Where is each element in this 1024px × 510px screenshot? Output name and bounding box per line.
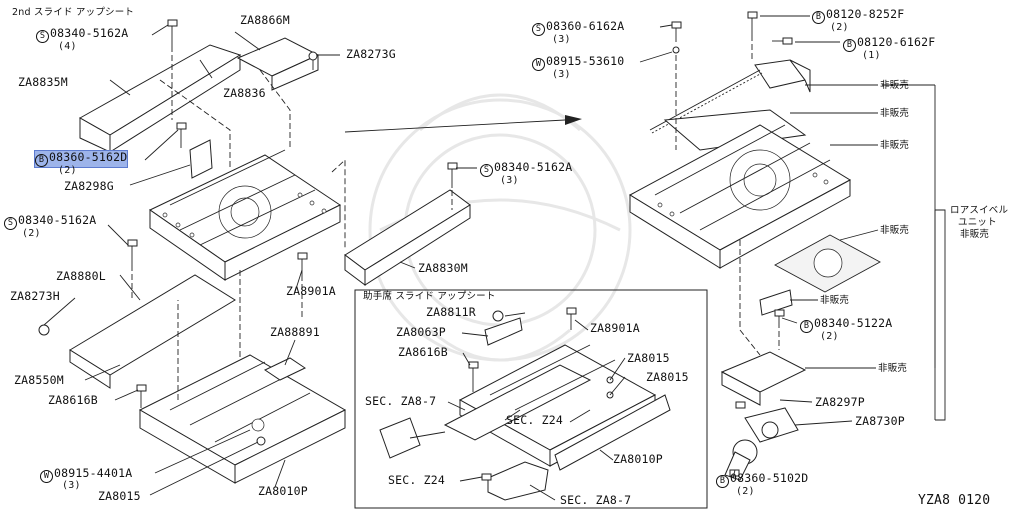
label-za8273h[interactable]: ZA8273H [10, 289, 60, 303]
passenger-slide-box [354, 289, 708, 509]
label-za8901a-b[interactable]: ZA8901A [590, 321, 640, 335]
arrow-head [565, 115, 582, 125]
label-not-for-sale-6: 非販売 [878, 363, 908, 374]
b-marker-icon: B [716, 475, 729, 488]
qty-08120-8252f: (2) [830, 22, 849, 33]
label-za8298g[interactable]: ZA8298G [64, 179, 114, 193]
s-marker-icon: S [36, 30, 49, 43]
label-lower-swivel-2: ユニット [958, 217, 997, 228]
leader-lines [43, 15, 946, 501]
swivel-unit-assembly [628, 11, 881, 481]
qty-08360-6162a: (3) [552, 34, 571, 45]
qty-08915-53610: (3) [552, 69, 571, 80]
label-za88891[interactable]: ZA88891 [270, 325, 320, 339]
label-za8015[interactable]: ZA8015 [98, 489, 141, 503]
label-sec-z24-b[interactable]: SEC. Z24 [388, 473, 445, 487]
label-lower-swivel-1: ロアスイベル [950, 205, 1009, 216]
label-za8866m[interactable]: ZA8866M [240, 13, 290, 27]
b-marker-icon: B [800, 320, 813, 333]
qty-08340-5162a: (4) [58, 41, 77, 52]
label-za8010p[interactable]: ZA8010P [258, 484, 308, 498]
label-za8297p[interactable]: ZA8297P [815, 395, 865, 409]
label-sec-z24[interactable]: SEC. Z24 [506, 413, 563, 427]
label-za8835m[interactable]: ZA8835M [18, 75, 68, 89]
direction-arrow [344, 119, 566, 133]
label-not-for-sale-3: 非販売 [880, 140, 910, 151]
label-za8830m[interactable]: ZA8830M [418, 261, 468, 275]
qty-08360-5162d: (2) [58, 165, 77, 176]
label-not-for-sale-5: 非販売 [820, 295, 850, 306]
label-lower-swivel-3: 非販売 [960, 229, 990, 240]
label-za8901a[interactable]: ZA8901A [286, 284, 336, 298]
section-title-passenger-slide: 助手席 スライド アップシート [363, 291, 496, 302]
qty-08340-5162a-c: (3) [500, 175, 519, 186]
label-za8015-c[interactable]: ZA8015 [646, 370, 689, 384]
label-za8550m[interactable]: ZA8550M [14, 373, 64, 387]
label-za8836[interactable]: ZA8836 [223, 86, 266, 100]
label-not-for-sale-2: 非販売 [880, 108, 910, 119]
w-marker-icon: W [40, 470, 53, 483]
label-sec-za8-7[interactable]: SEC. ZA8-7 [365, 394, 437, 408]
label-sec-za8-7-b[interactable]: SEC. ZA8-7 [560, 493, 632, 507]
figure-code: YZA8 0120 [918, 493, 991, 508]
s-marker-icon: S [532, 23, 545, 36]
label-za8616b-b[interactable]: ZA8616B [398, 345, 448, 359]
label-za8616b[interactable]: ZA8616B [48, 393, 98, 407]
qty-08360-5102d: (2) [736, 486, 755, 497]
w-marker-icon: W [532, 58, 545, 71]
qty-08340-5122a: (2) [820, 331, 839, 342]
label-not-for-sale-4: 非販売 [880, 225, 910, 236]
label-za8811r[interactable]: ZA8811R [426, 305, 476, 319]
label-not-for-sale-1: 非販売 [880, 80, 910, 91]
label-za8015-b[interactable]: ZA8015 [627, 351, 670, 365]
qty-08915-4401a: (3) [62, 480, 81, 491]
b-marker-icon: B [812, 11, 825, 24]
label-za8880l[interactable]: ZA8880L [56, 269, 106, 283]
label-za8010p-b[interactable]: ZA8010P [613, 452, 663, 466]
b-marker-icon: B [843, 39, 856, 52]
s-marker-icon: S [480, 164, 493, 177]
passenger-seat-slide-assembly [379, 307, 671, 501]
left-seat-slide-assembly [38, 19, 471, 484]
s-marker-icon: S [4, 217, 17, 230]
qty-08120-6162f: (1) [862, 50, 881, 61]
label-za8730p[interactable]: ZA8730P [855, 414, 905, 428]
label-za8273g[interactable]: ZA8273G [346, 47, 396, 61]
b-marker-icon: B [35, 154, 48, 167]
qty-08340-5162a-b: (2) [22, 228, 41, 239]
label-za8063p[interactable]: ZA8063P [396, 325, 446, 339]
section-title-2nd-slide: 2nd スライド アップシート [12, 7, 135, 18]
